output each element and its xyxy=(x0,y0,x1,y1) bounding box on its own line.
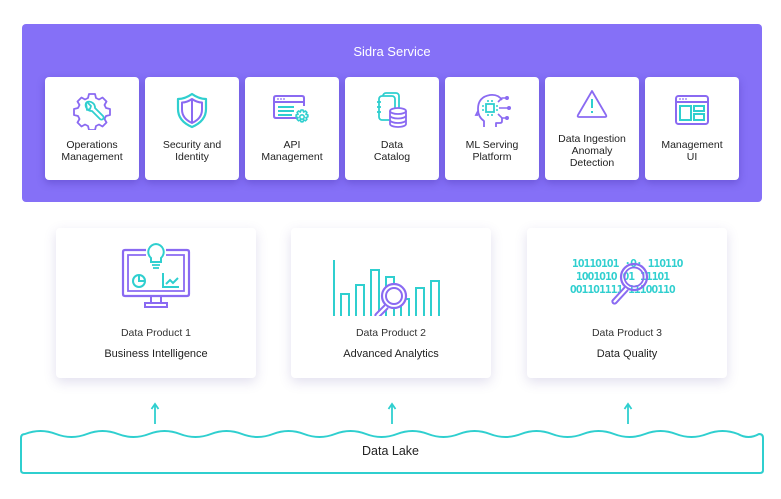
data-product-subtitle: Advanced Analytics xyxy=(343,348,439,360)
shield-icon xyxy=(176,92,208,129)
binary-magnifier-icon: 1O11O1O1 ·O· 11O11O 1OO1O1O O1 111O1 OO1… xyxy=(570,257,685,305)
monitor-lightbulb-icon xyxy=(121,242,191,308)
data-product-title: Data Product 3 xyxy=(591,327,663,339)
arrow-up-icon xyxy=(387,402,397,424)
arrow-up-icon xyxy=(150,402,160,424)
data-lake-label: Data Lake xyxy=(362,444,419,458)
gear-wrench-icon xyxy=(73,93,111,130)
data-product-3-card[interactable]: 1O11O1O1 ·O· 11O11O 1OO1O1O O1 111O1 OO1… xyxy=(527,228,727,378)
data-product-2-card[interactable]: Data Product 2 Advanced Analytics xyxy=(291,228,491,378)
api-window-gear-icon xyxy=(273,95,309,123)
data-product-subtitle: Business Intelligence xyxy=(104,348,208,360)
bar-chart-magnifier-icon xyxy=(333,260,440,316)
data-product-title: Data Product 1 xyxy=(120,327,192,339)
service-title: Sidra Service xyxy=(353,44,431,59)
data-product-subtitle: Data Quality xyxy=(596,348,658,360)
data-lake-container xyxy=(20,430,764,474)
catalog-database-icon xyxy=(377,92,407,128)
layout-window-icon xyxy=(675,95,709,125)
data-product-title: Data Product 2 xyxy=(355,327,427,339)
data-product-1-card[interactable]: Data Product 1 Business Intelligence xyxy=(56,228,256,378)
warning-triangle-icon xyxy=(576,90,608,118)
ai-head-chip-icon xyxy=(474,93,511,127)
svg-text:1O11O1O1 ·O· 11O11O: 1O11O1O1 ·O· 11O11O xyxy=(572,257,684,270)
arrow-up-icon xyxy=(623,402,633,424)
